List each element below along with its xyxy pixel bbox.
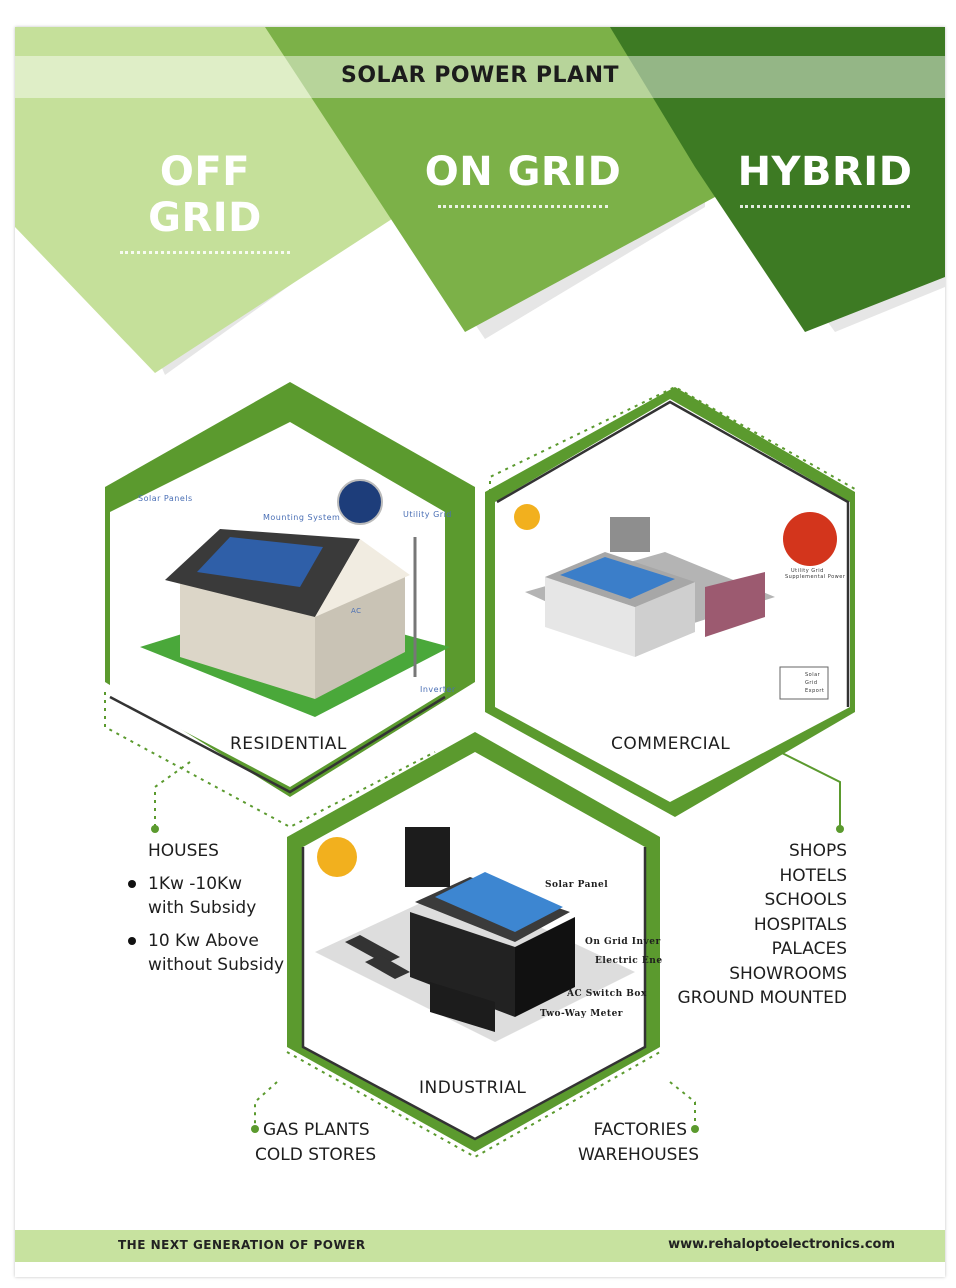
residential-label-inverter: Inverter bbox=[420, 685, 456, 694]
off-grid-title: OFF GRID bbox=[105, 149, 305, 254]
commercial-connector-dot bbox=[836, 825, 844, 833]
on-grid-shape bbox=[265, 27, 715, 332]
commercial-hexagon bbox=[485, 385, 856, 833]
commercial-legend-export: Export bbox=[805, 688, 825, 694]
commercial-legend-box bbox=[779, 666, 829, 700]
commercial-list-item: PALACES bbox=[771, 939, 847, 959]
hybrid-shape bbox=[610, 27, 945, 332]
residential-label-utility: Utility Grid bbox=[403, 510, 452, 519]
commercial-label-utility: Utility Grid bbox=[791, 568, 824, 574]
title-stripe bbox=[15, 56, 945, 98]
houses-list: HOUSES 1Kw -10Kw with Subsidy 10 Kw Abov… bbox=[128, 839, 285, 978]
commercial-caption: COMMERCIAL bbox=[611, 734, 731, 754]
residential-hex-line bbox=[109, 695, 446, 794]
houses-item-line2: with Subsidy bbox=[148, 898, 257, 918]
residential-label-ac: AC bbox=[351, 607, 362, 615]
industrial-left-dot bbox=[251, 1125, 259, 1133]
commercial-legend-solar: Solar bbox=[805, 672, 821, 678]
industrial-left-list: GAS PLANTS COLD STORES bbox=[255, 1118, 376, 1167]
houses-item-line1: 1Kw -10Kw bbox=[148, 873, 243, 894]
houses-heading: HOUSES bbox=[148, 841, 219, 861]
commercial-grid-icon bbox=[783, 512, 837, 566]
industrial-wall-front bbox=[410, 912, 515, 1017]
poster: SOLAR POWER PLANT OFF GRID ON GRID HYBRI… bbox=[15, 27, 945, 1277]
industrial-hexagon bbox=[251, 732, 699, 1159]
hexagon-diagram bbox=[104, 382, 856, 1159]
off-grid-dots bbox=[120, 251, 290, 254]
industrial-tower bbox=[405, 827, 450, 887]
industrial-right-dot bbox=[691, 1125, 699, 1133]
off-grid-shape bbox=[15, 27, 395, 373]
residential-label-solar-panels: Solar Panels bbox=[138, 494, 193, 503]
residential-gable bbox=[315, 539, 410, 617]
commercial-list-item: SHOWROOMS bbox=[729, 963, 847, 984]
commercial-list-item: SCHOOLS bbox=[764, 890, 847, 910]
commercial-legend-grid: Grid bbox=[805, 680, 818, 686]
industrial-left-item: COLD STORES bbox=[255, 1144, 377, 1165]
industrial-caption: INDUSTRIAL bbox=[419, 1078, 527, 1098]
bullet-icon bbox=[128, 879, 136, 888]
commercial-list-item: GROUND MOUNTED bbox=[677, 988, 847, 1008]
bullet-icon bbox=[128, 936, 136, 945]
commercial-label-supplemental: Supplemental Power bbox=[785, 574, 846, 580]
residential-label-mounting: Mounting System bbox=[263, 513, 341, 522]
industrial-label-ac-switch: AC Switch Box bbox=[567, 989, 647, 999]
industrial-left-item: GAS PLANTS bbox=[263, 1120, 370, 1140]
industrial-right-list: FACTORIES WAREHOUSES bbox=[578, 1118, 699, 1167]
industrial-label-electric: Electric Ene bbox=[595, 956, 663, 966]
hybrid-dots bbox=[740, 205, 910, 208]
residential-caption: RESIDENTIAL bbox=[230, 734, 347, 754]
footer-website-link[interactable]: www.rehaloptoelectronics.com bbox=[668, 1237, 895, 1252]
hybrid-title: HYBRID bbox=[735, 149, 915, 208]
header-banner bbox=[15, 27, 945, 375]
commercial-annex bbox=[705, 572, 765, 637]
footer-bar: THE NEXT GENERATION OF POWER www.rehalop… bbox=[15, 1230, 945, 1262]
industrial-left-connector bbox=[254, 1081, 278, 1127]
industrial-label-inverter: On Grid Inver bbox=[585, 937, 661, 947]
on-grid-dots bbox=[438, 205, 608, 208]
residential-dots bbox=[104, 692, 436, 829]
houses-item-line1: 10 Kw Above bbox=[148, 930, 259, 951]
houses-connector bbox=[154, 761, 191, 827]
industrial-hex-line bbox=[301, 847, 647, 1141]
commercial-solar-panels bbox=[560, 557, 675, 599]
footer-tagline: THE NEXT GENERATION OF POWER bbox=[118, 1238, 366, 1252]
industrial-sun-icon bbox=[317, 837, 357, 877]
residential-mount-detail bbox=[337, 479, 383, 525]
commercial-wall-front bbox=[545, 577, 635, 657]
industrial-label-solar-panel: Solar Panel bbox=[545, 880, 609, 890]
on-grid-title: ON GRID bbox=[423, 149, 623, 208]
commercial-list-item: SHOPS bbox=[789, 841, 847, 861]
houses-item: 1Kw -10Kw with Subsidy bbox=[128, 872, 284, 921]
on-grid-label: ON GRID bbox=[424, 149, 622, 195]
industrial-right-connector bbox=[669, 1081, 696, 1127]
houses-item: 10 Kw Above without Subsidy bbox=[128, 929, 285, 978]
commercial-tower bbox=[610, 517, 650, 552]
industrial-wall-side bbox=[515, 917, 575, 1017]
hybrid-label: HYBRID bbox=[737, 149, 913, 195]
commercial-sun-icon bbox=[514, 504, 540, 530]
commercial-connector bbox=[779, 751, 841, 827]
industrial-right-item: WAREHOUSES bbox=[578, 1144, 699, 1165]
commercial-list: SHOPS HOTELS SCHOOLS HOSPITALS PALACES S… bbox=[678, 839, 847, 1011]
industrial-label-meter: Two-Way Meter bbox=[540, 1009, 624, 1019]
industrial-annex bbox=[430, 982, 495, 1032]
commercial-list-item: HOSPITALS bbox=[753, 914, 847, 935]
commercial-list-item: HOTELS bbox=[779, 865, 847, 886]
houses-connector-dot bbox=[151, 825, 159, 833]
industrial-grate-1 bbox=[345, 935, 400, 964]
industrial-grate-2 bbox=[365, 955, 410, 979]
residential-solar-panels bbox=[197, 537, 323, 587]
houses-item-line2: without Subsidy bbox=[148, 955, 285, 975]
off-grid-label: OFF GRID bbox=[148, 149, 262, 241]
commercial-hex-line bbox=[496, 400, 850, 707]
residential-hexagon bbox=[104, 382, 475, 829]
industrial-solar-panels bbox=[435, 872, 563, 932]
residential-wall-right bbox=[315, 572, 405, 699]
page-title: SOLAR POWER PLANT bbox=[341, 63, 619, 88]
industrial-right-item: FACTORIES bbox=[593, 1120, 687, 1140]
